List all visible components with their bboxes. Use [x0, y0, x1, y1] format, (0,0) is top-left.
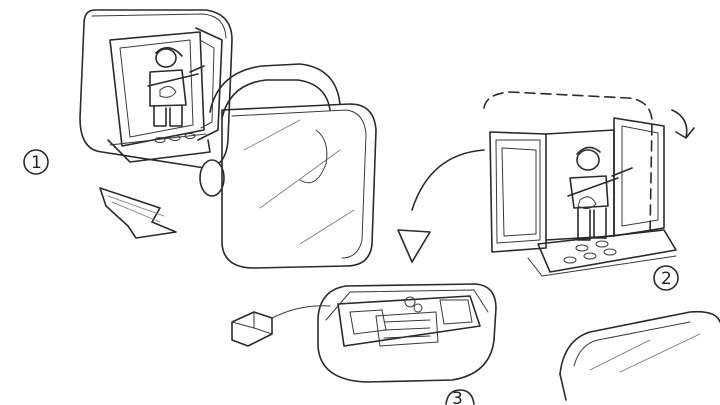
minifigure-guitarist-2	[567, 146, 633, 241]
clear-cover-with-handle	[199, 63, 377, 269]
display-open-doors	[483, 91, 695, 277]
step-1-label: 1	[23, 149, 49, 175]
arrow-slide-out	[99, 187, 177, 239]
display-case-closed	[79, 9, 233, 169]
step-3-label: 3	[445, 389, 475, 405]
arrow-insert	[397, 149, 485, 263]
step-1-number: 1	[31, 153, 42, 173]
step-3-number: 3	[452, 389, 463, 405]
base-unit-open	[317, 283, 497, 383]
step-2-number: 2	[661, 269, 672, 289]
step-2-label: 2	[653, 265, 679, 291]
minifigure-guitarist-1	[147, 46, 205, 127]
cable-connector	[231, 305, 331, 347]
closed-unit-corner	[559, 310, 720, 401]
